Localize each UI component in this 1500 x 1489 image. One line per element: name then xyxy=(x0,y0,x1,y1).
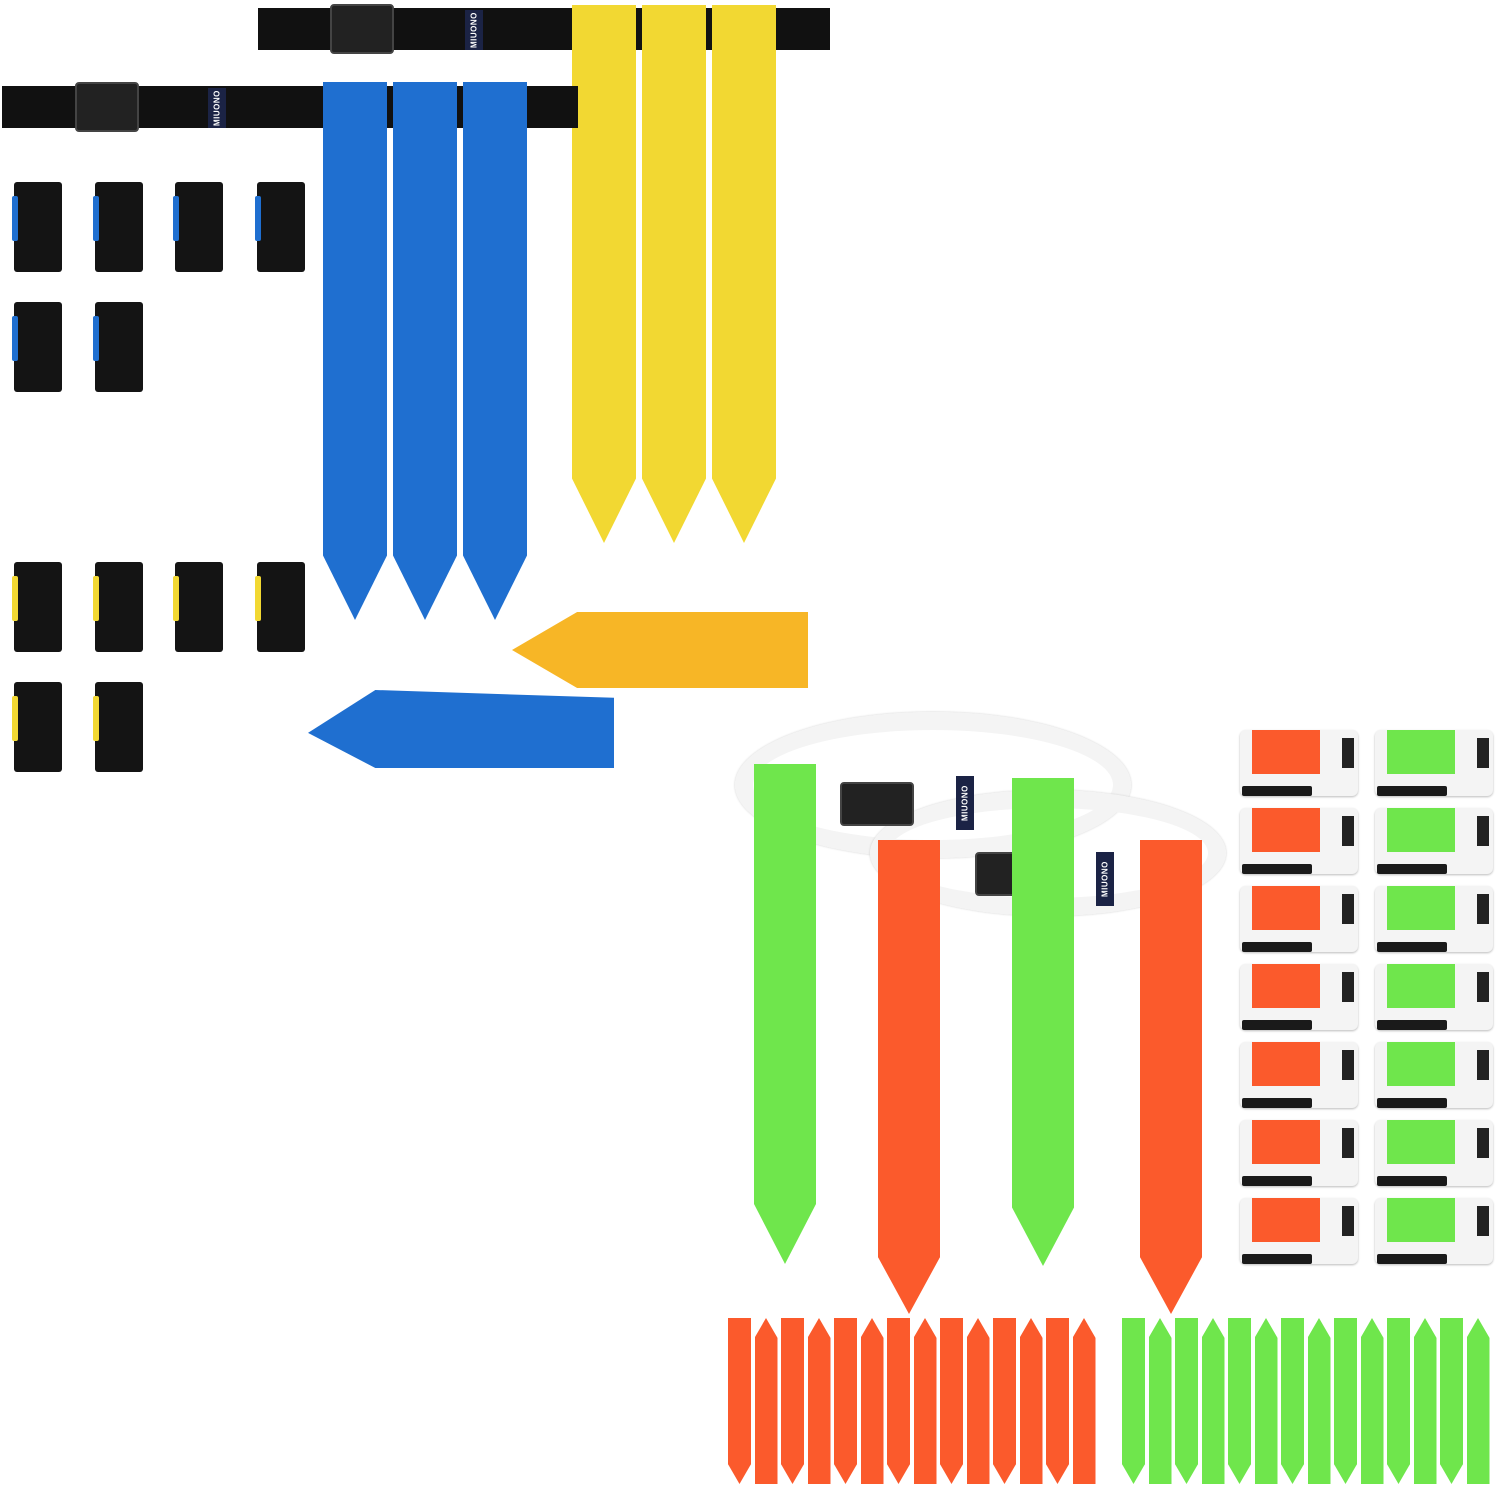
blue-clip xyxy=(255,182,305,272)
loose-orange-flag xyxy=(1046,1318,1069,1484)
loose-green-flag xyxy=(1122,1318,1145,1484)
yellow-clip xyxy=(12,562,62,652)
green-flag xyxy=(1012,778,1074,1266)
orange-clip xyxy=(1240,964,1358,1030)
yellow-flag xyxy=(572,5,636,543)
brand-logo: MIUONO xyxy=(465,10,483,50)
yellow-clip xyxy=(173,562,223,652)
loose-green-flag xyxy=(1281,1318,1304,1484)
yellow-clip xyxy=(12,682,62,772)
blue-clip xyxy=(93,302,143,392)
loose-orange-flag xyxy=(754,1318,778,1484)
buckle-icon xyxy=(840,782,914,826)
brand-logo: MIUONO xyxy=(208,88,226,128)
yellow-clip xyxy=(255,562,305,652)
loose-orange-flag xyxy=(940,1318,963,1484)
loose-green-flag xyxy=(1466,1318,1490,1484)
loose-green-flag xyxy=(1307,1318,1331,1484)
loose-orange-flag xyxy=(1019,1318,1043,1484)
loose-green-flag xyxy=(1360,1318,1384,1484)
buckle-icon xyxy=(330,4,394,54)
orange-clip xyxy=(1240,1042,1358,1108)
loose-orange-flag xyxy=(807,1318,831,1484)
loose-orange-flag xyxy=(1072,1318,1096,1484)
yellow-flag xyxy=(642,5,706,543)
green-clip xyxy=(1375,730,1493,796)
blue-flag xyxy=(393,82,457,620)
loose-green-flag xyxy=(1440,1318,1463,1484)
green-clip xyxy=(1375,964,1493,1030)
blue-clip xyxy=(12,182,62,272)
green-clip xyxy=(1375,1120,1493,1186)
green-clip xyxy=(1375,1042,1493,1108)
loose-green-flag xyxy=(1334,1318,1357,1484)
loose-green-flag xyxy=(1228,1318,1251,1484)
blue-flag-bundle xyxy=(308,690,614,768)
blue-flag xyxy=(463,82,527,620)
orange-clip xyxy=(1240,1120,1358,1186)
blue-clip xyxy=(12,302,62,392)
loose-green-flag xyxy=(1175,1318,1198,1484)
yellow-clip xyxy=(93,682,143,772)
yellow-clip xyxy=(93,562,143,652)
orange-flag xyxy=(1140,840,1202,1314)
blue-clip xyxy=(93,182,143,272)
blue-clip xyxy=(173,182,223,272)
orange-clip xyxy=(1240,886,1358,952)
orange-clip xyxy=(1240,808,1358,874)
yellow-flag xyxy=(712,5,776,543)
blue-flag xyxy=(323,82,387,620)
loose-orange-flag xyxy=(887,1318,910,1484)
loose-orange-flag xyxy=(860,1318,884,1484)
brand-logo: MIUONO xyxy=(956,776,974,830)
loose-orange-flag xyxy=(834,1318,857,1484)
green-clip xyxy=(1375,1198,1493,1264)
loose-green-flag xyxy=(1387,1318,1410,1484)
buckle-icon xyxy=(75,82,139,132)
loose-orange-flag xyxy=(966,1318,990,1484)
loose-orange-flag xyxy=(993,1318,1016,1484)
orange-flag xyxy=(878,840,940,1314)
green-clip xyxy=(1375,808,1493,874)
orange-clip xyxy=(1240,730,1358,796)
loose-green-flag xyxy=(1148,1318,1172,1484)
loose-orange-flag xyxy=(913,1318,937,1484)
loose-orange-flag xyxy=(728,1318,751,1484)
loose-green-flag xyxy=(1254,1318,1278,1484)
yellow-flag-bundle xyxy=(512,612,808,688)
orange-clip xyxy=(1240,1198,1358,1264)
loose-green-flag xyxy=(1413,1318,1437,1484)
green-flag xyxy=(754,764,816,1264)
loose-orange-flag xyxy=(781,1318,804,1484)
loose-green-flag xyxy=(1201,1318,1225,1484)
green-clip xyxy=(1375,886,1493,952)
brand-logo: MIUONO xyxy=(1096,852,1114,906)
